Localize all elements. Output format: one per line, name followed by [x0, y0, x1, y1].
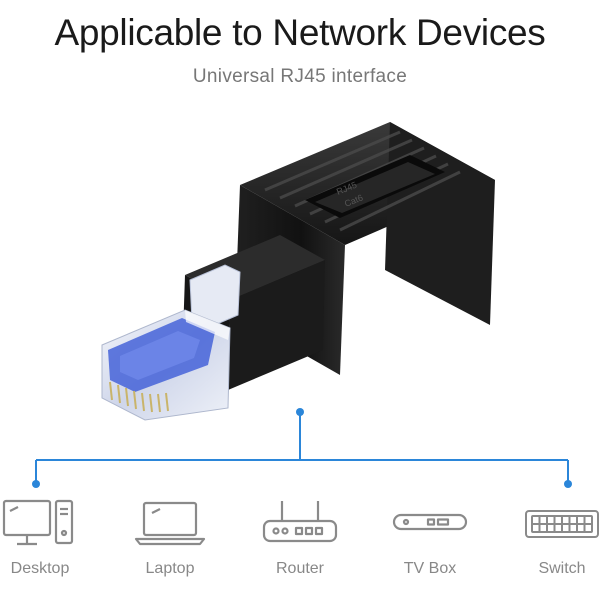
- page-subtitle: Universal RJ45 interface: [192, 66, 408, 87]
- router-icon: [262, 501, 338, 543]
- laptop-icon: [134, 501, 206, 546]
- connector-lines: [32, 408, 572, 488]
- device-label-tv-box: TV Box: [403, 560, 457, 577]
- device-laptop: [120, 495, 220, 550]
- device-label-switch: Switch: [538, 560, 586, 577]
- connector-dot-right: [564, 480, 572, 488]
- page-title: Applicable to Network Devices: [54, 12, 546, 53]
- device-label-desktop: Desktop: [10, 560, 70, 577]
- device-label-router: Router: [275, 560, 325, 577]
- device-tv-box: [380, 495, 480, 550]
- male-rj45-plug: [101, 264, 241, 421]
- device-router: [250, 495, 350, 550]
- device-label-laptop: Laptop: [145, 560, 195, 577]
- desktop-icon: [2, 499, 74, 546]
- tv-box-icon: [392, 513, 468, 531]
- switch-icon: [525, 510, 599, 538]
- rj45-adapter-image: RJ45 Cat6: [101, 122, 495, 421]
- connector-dot-top: [296, 408, 304, 416]
- connector-dot-left: [32, 480, 40, 488]
- device-switch: [512, 495, 600, 550]
- device-desktop: [0, 495, 88, 550]
